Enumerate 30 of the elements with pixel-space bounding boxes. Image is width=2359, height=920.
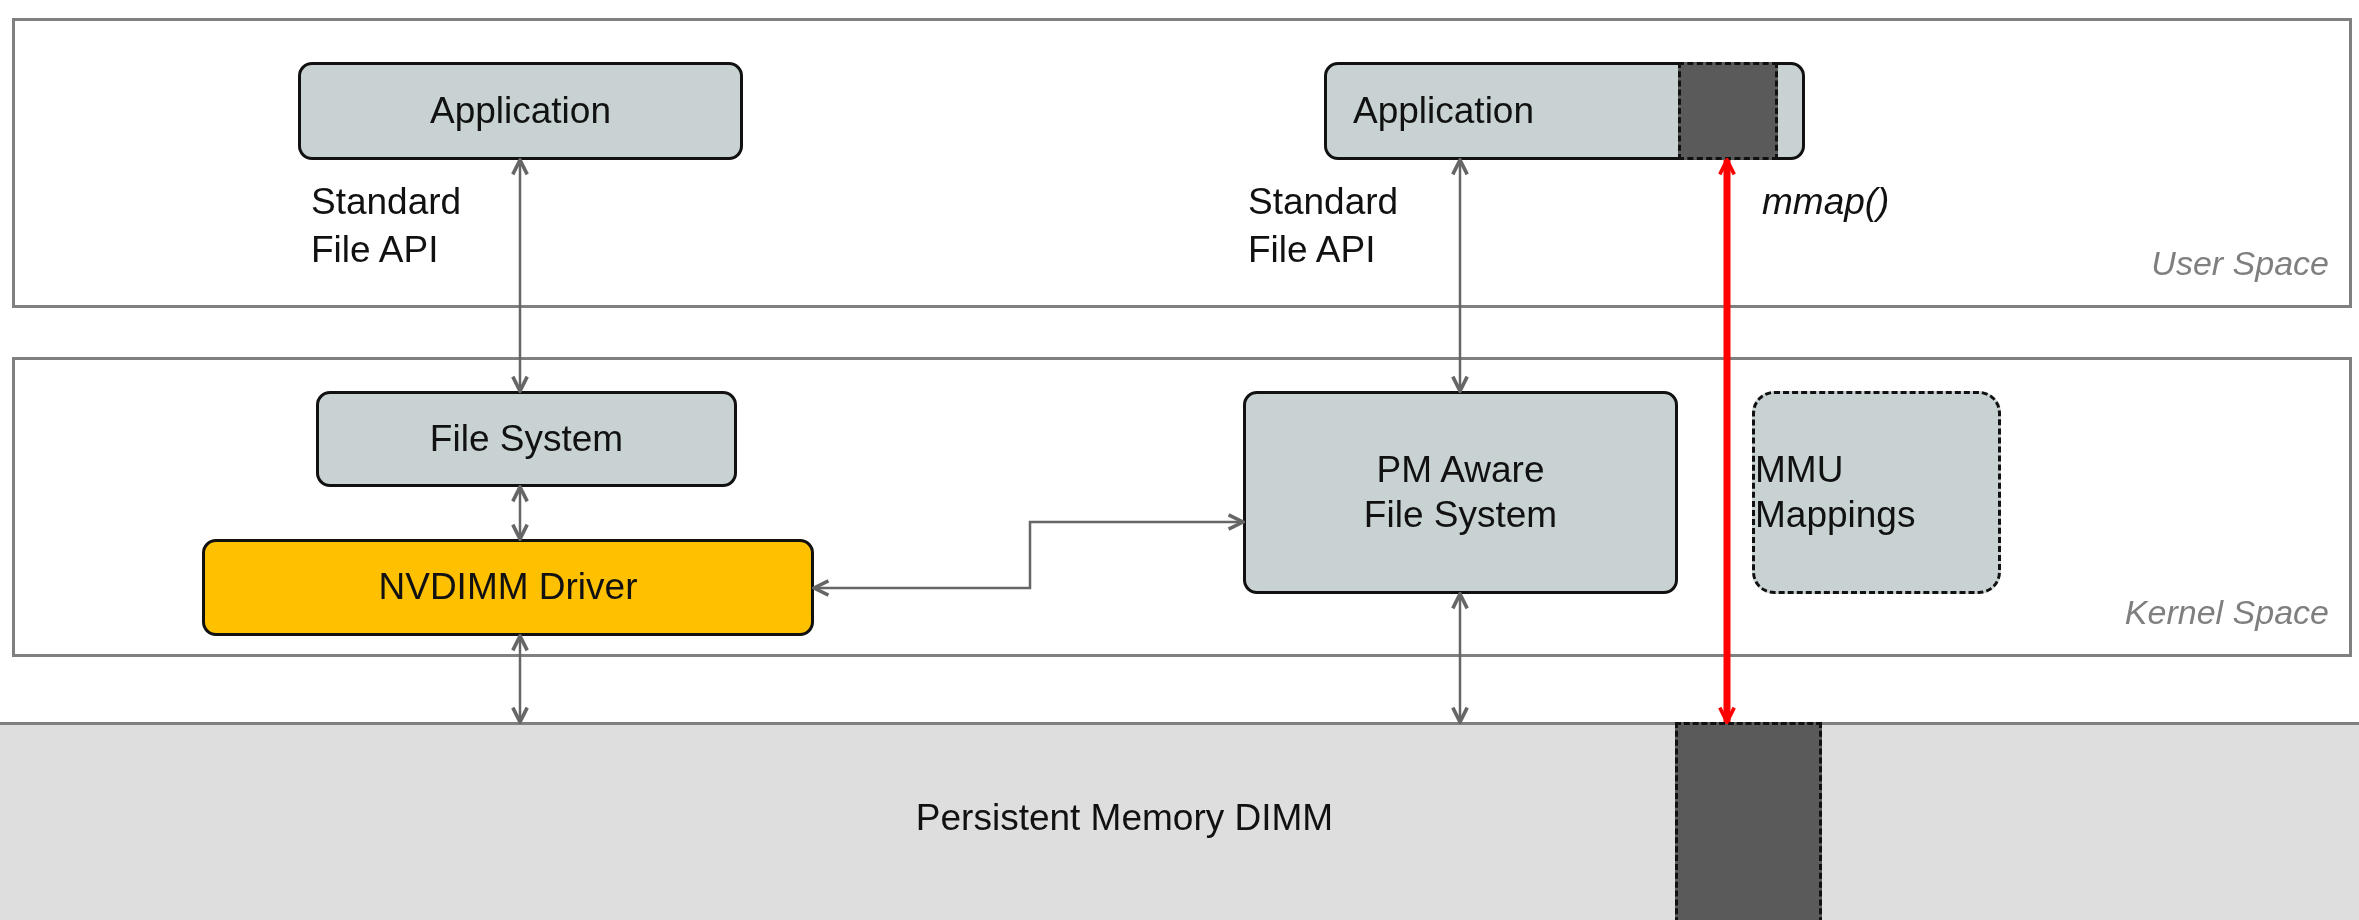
box-label: Persistent Memory DIMM — [915, 796, 1334, 841]
arrow — [511, 485, 529, 541]
arrow — [812, 513, 1245, 597]
memory-region-block — [1675, 722, 1822, 920]
box-label: Application — [1353, 88, 1534, 133]
arrow — [1718, 158, 1736, 724]
box-label: PM Aware File System — [1362, 448, 1559, 537]
box-label: Application — [430, 88, 611, 133]
layer-label: User Space — [2151, 244, 2329, 283]
layer-label: Kernel Space — [2124, 593, 2329, 632]
arrow — [511, 158, 529, 393]
driver-box — [202, 539, 814, 636]
process-box — [1243, 391, 1678, 594]
arrow — [1451, 158, 1469, 393]
edge-label: mmap() — [1762, 180, 1891, 224]
layer-band — [12, 18, 2352, 308]
memory-region-block — [1678, 62, 1778, 160]
memory-band — [0, 722, 2359, 920]
process-box — [298, 62, 743, 160]
layer-band — [12, 357, 2352, 657]
box-label: MMU Mappings — [1755, 448, 1917, 537]
edge-label: Standard File API — [311, 180, 463, 273]
arrow — [511, 634, 529, 724]
process-box — [1324, 62, 1805, 160]
edge-label: Standard File API — [1248, 180, 1400, 273]
box-label: NVDIMM Driver — [378, 565, 638, 610]
mapping-box — [1752, 391, 2001, 594]
process-box — [316, 391, 737, 487]
arrow — [1451, 592, 1469, 724]
box-label: File System — [429, 416, 624, 461]
